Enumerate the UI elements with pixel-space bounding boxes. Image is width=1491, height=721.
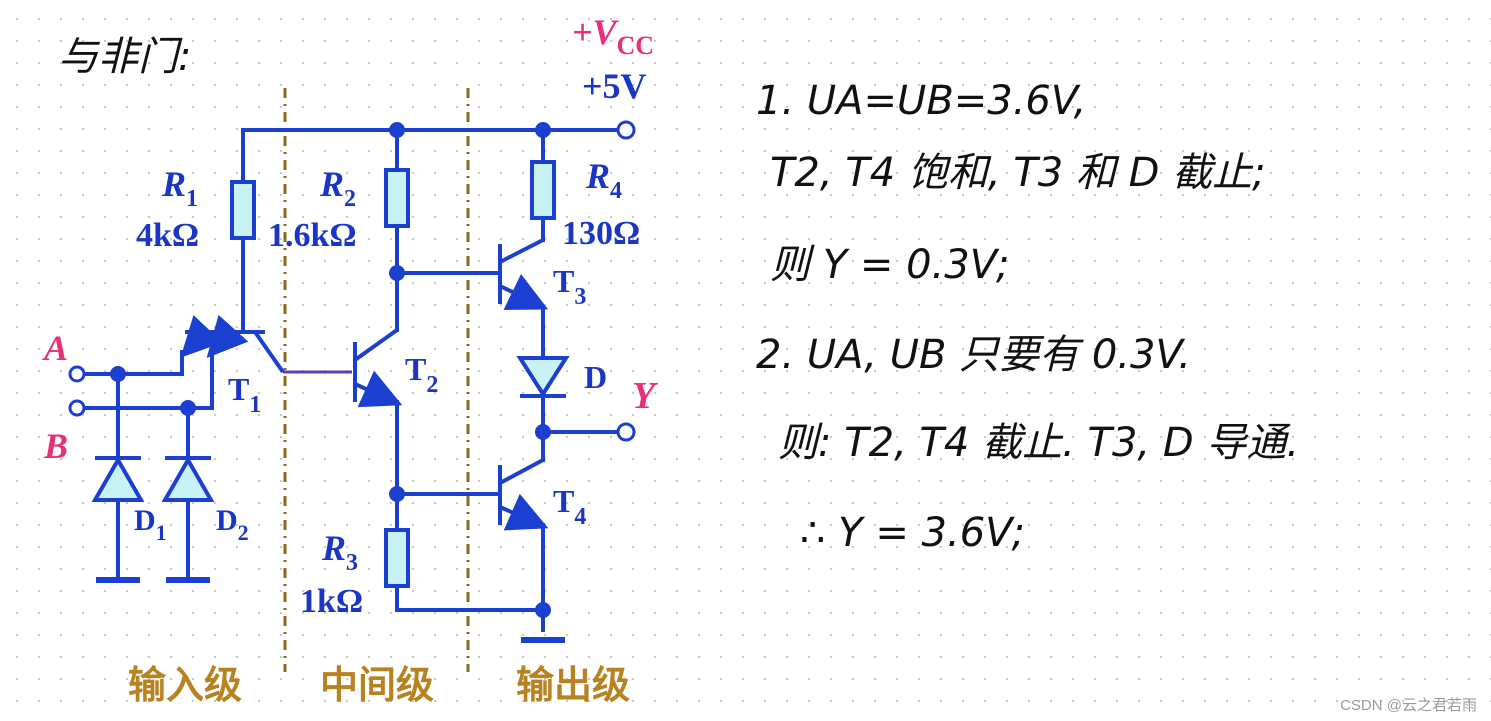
r3-value: 1kΩ	[300, 583, 363, 620]
r2-label: R2	[319, 164, 356, 212]
t1-label: T1	[228, 371, 261, 418]
t2-label: T2	[405, 351, 438, 398]
transistor-t2-symbol	[353, 328, 403, 408]
junction-dots	[110, 122, 551, 618]
stage-dividers	[283, 88, 470, 672]
transistor-t1-symbol	[180, 314, 285, 374]
d2-label: D2	[216, 504, 249, 545]
vcc-value: +5V	[582, 66, 647, 106]
input-label-a: A	[42, 328, 68, 368]
input-label-b: B	[43, 426, 68, 466]
stage-label-input: 输入级	[128, 663, 242, 707]
r3-label: R3	[321, 528, 358, 576]
note-line-2: T2, T4 饱和, T3 和 D 截止;	[770, 150, 1266, 196]
r4-value: 130Ω	[562, 215, 640, 252]
note-line-5: 则: T2, T4 截止. T3, D 导通.	[778, 420, 1300, 466]
d-label: D	[584, 359, 607, 395]
note-line-4: 2. UA, UB 只要有 0.3V.	[756, 332, 1191, 378]
stage-label-output: 输出级	[516, 663, 630, 707]
note-line-6: ∴ Y = 3.6V;	[800, 510, 1025, 556]
transistor-t3-symbol	[498, 238, 549, 310]
note-line-1: 1. UA=UB=3.6V,	[756, 78, 1087, 124]
t3-label: T3	[553, 263, 586, 310]
transistor-t4-symbol	[498, 458, 549, 531]
r1-label: R1	[161, 164, 198, 212]
handwritten-title: 与非门:	[58, 34, 192, 80]
watermark: CSDN @云之君若雨	[1340, 697, 1477, 714]
output-label-y: Y	[632, 375, 659, 417]
vcc-label: +VCC	[572, 12, 654, 60]
diode-symbols	[91, 356, 570, 502]
r4-label: R4	[585, 156, 622, 204]
r1-value: 4kΩ	[136, 217, 199, 254]
r2-value: 1.6kΩ	[268, 217, 357, 254]
terminals	[68, 120, 636, 442]
ground-symbols	[96, 577, 565, 643]
d1-label: D1	[134, 504, 167, 545]
t4-label: T4	[553, 483, 586, 530]
stage-label-middle: 中间级	[320, 663, 434, 707]
resistor-bodies	[230, 160, 556, 588]
note-line-3: 则 Y = 0.3V;	[770, 242, 1010, 288]
